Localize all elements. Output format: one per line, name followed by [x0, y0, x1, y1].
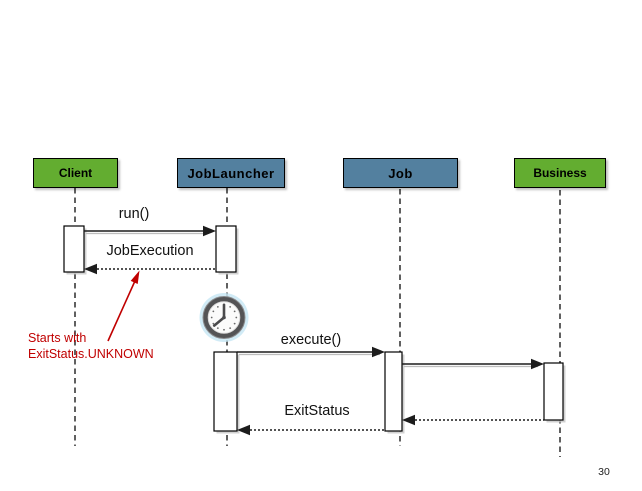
message-execute-arrow: [237, 346, 385, 358]
message-run-arrow: [84, 225, 216, 237]
message-label-run: run(): [118, 206, 150, 222]
annotation-note: Starts with ExitStatus.UNKNOWN: [28, 330, 154, 362]
page-number: 30: [598, 466, 610, 478]
activation-joblauncher-1: [215, 225, 237, 273]
activation-business: [543, 362, 564, 421]
message-exitstatus-arrow: [237, 424, 385, 436]
activation-bars: [63, 225, 566, 434]
actor-box-job: Job: [343, 158, 458, 188]
actor-box-joblauncher: JobLauncher: [177, 158, 285, 188]
activation-job: [384, 351, 403, 432]
message-label-execute: execute(): [280, 332, 342, 348]
message-label-exitstatus: ExitStatus: [284, 403, 350, 419]
message-business-return-arrow: [402, 414, 544, 426]
message-jobexecution-arrow: [84, 263, 216, 275]
actor-box-client: Client: [33, 158, 118, 188]
activation-client: [63, 225, 85, 273]
message-label-jobexecution: JobExecution: [106, 243, 194, 259]
annotation-arrow: [107, 270, 140, 342]
annotation-note-line2: ExitStatus.UNKNOWN: [28, 347, 154, 361]
activation-joblauncher-2: [213, 351, 238, 432]
clock-icon: [199, 293, 249, 342]
annotation-note-line1: Starts with: [28, 331, 87, 345]
actor-box-business: Business: [514, 158, 606, 188]
message-job-to-business-arrow: [402, 358, 544, 370]
